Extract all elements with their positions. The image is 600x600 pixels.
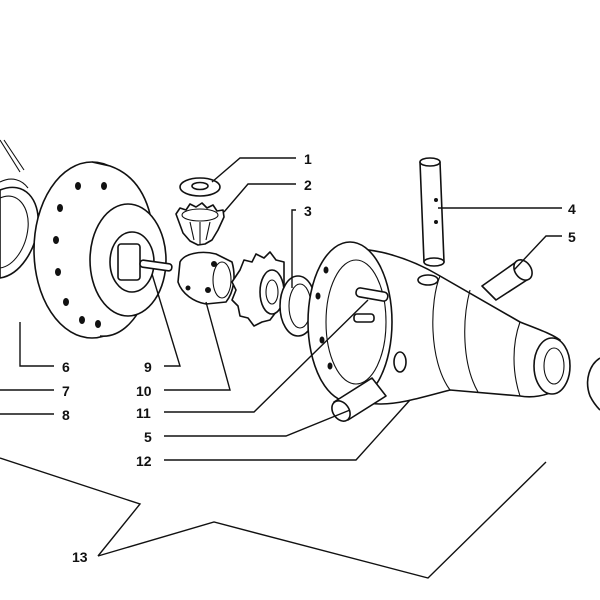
short-shaft-5-upper [481, 259, 533, 301]
callout-2: 2 [304, 177, 312, 193]
callout-6: 6 [62, 359, 70, 375]
callout-10: 10 [136, 383, 152, 399]
callout-9: 9 [144, 359, 152, 375]
spider-block-10 [177, 251, 235, 305]
pin-11 [355, 287, 389, 302]
callout-1: 1 [304, 151, 312, 167]
callout-8: 8 [62, 407, 70, 423]
callout-5-upper: 5 [568, 229, 576, 245]
callout-12: 12 [136, 453, 152, 469]
long-shaft-4 [419, 157, 445, 267]
pin-9 [139, 259, 173, 272]
leader-lines [0, 157, 562, 579]
left-seal-rings [0, 139, 39, 279]
thrust-washer-1 [179, 177, 221, 197]
flange-half-case [33, 161, 167, 339]
planet-gear-2 [175, 202, 225, 246]
callout-13: 13 [72, 549, 88, 565]
callout-4: 4 [568, 201, 576, 217]
side-gear [231, 251, 285, 327]
callout-11: 11 [136, 405, 151, 421]
callout-labels: 1 2 3 4 5 6 7 8 9 10 11 5 12 13 [62, 151, 576, 565]
callout-3: 3 [304, 203, 312, 219]
differential-housing-12 [307, 241, 571, 405]
callout-7: 7 [62, 383, 70, 399]
right-edge-ring [586, 357, 600, 411]
callout-5-lower: 5 [144, 429, 152, 445]
